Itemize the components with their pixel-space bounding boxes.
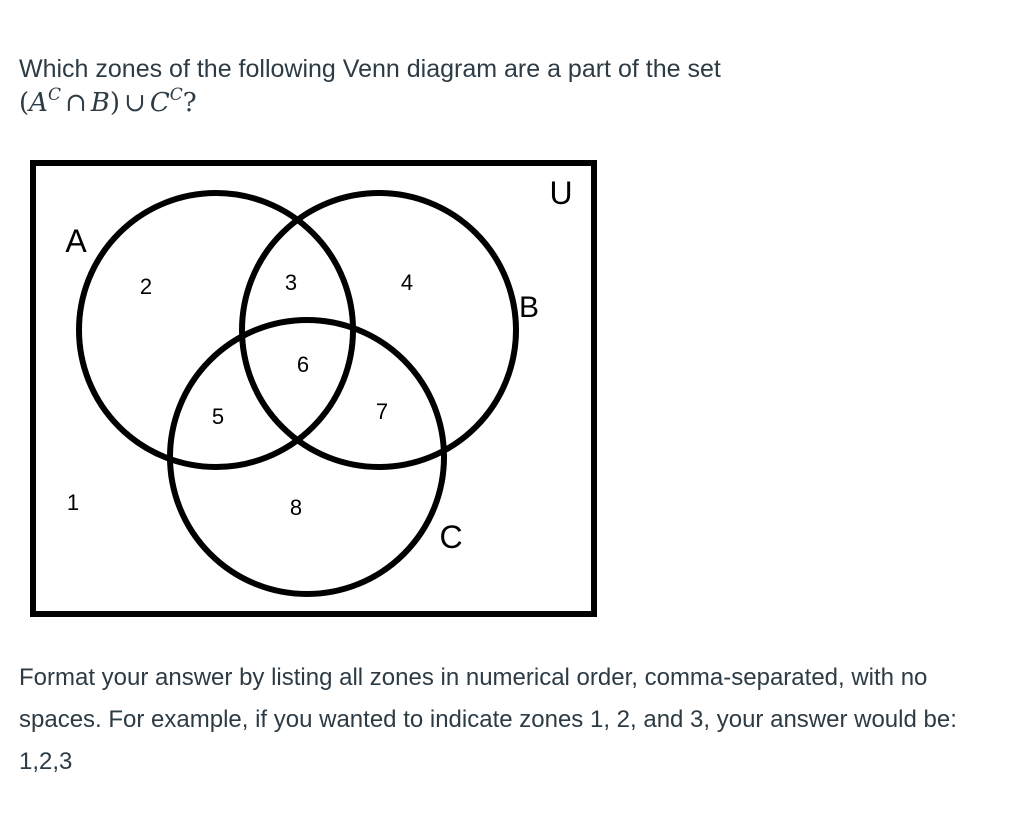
zone-label: 4 <box>401 270 413 295</box>
zone-label: 7 <box>376 399 388 424</box>
expr-complement-c: C <box>169 85 183 105</box>
expr-open-paren: ( <box>19 88 30 118</box>
zone-label: 2 <box>140 274 152 299</box>
zone-label: 8 <box>290 495 302 520</box>
zone-label: 1 <box>67 490 79 515</box>
venn-diagram: U A B C 1 2 3 4 5 6 7 8 <box>30 160 597 617</box>
set-expression: (AC∩B)∪CC? <box>19 86 197 120</box>
expr-set-a: A <box>29 88 48 118</box>
expr-union-symbol: ∪ <box>124 88 146 118</box>
answer-instructions: Format your answer by listing all zones … <box>19 657 1009 783</box>
expr-set-b: B <box>90 88 110 118</box>
question-prompt: Which zones of the following Venn diagra… <box>19 55 721 83</box>
set-label-a: A <box>65 223 87 259</box>
circle-c <box>167 317 447 597</box>
set-label-b: B <box>519 291 539 324</box>
zone-label: 6 <box>297 352 309 377</box>
expr-complement-a: C <box>47 85 61 105</box>
circle-b <box>239 190 519 470</box>
expr-set-c: C <box>149 88 170 118</box>
zone-label: 3 <box>285 270 297 295</box>
expr-question-mark: ? <box>182 88 197 118</box>
universe-label: U <box>549 175 572 211</box>
expr-intersect-symbol: ∩ <box>64 88 87 118</box>
expr-close-paren: ) <box>109 88 121 118</box>
set-label-c: C <box>439 519 462 555</box>
question-text: Which zones of the following Venn diagra… <box>19 52 721 120</box>
instructions-text: Format your answer by listing all zones … <box>19 664 957 733</box>
universe-rectangle <box>30 160 597 617</box>
example-answer: 1,2,3 <box>19 748 73 775</box>
zone-label: 5 <box>212 404 224 429</box>
